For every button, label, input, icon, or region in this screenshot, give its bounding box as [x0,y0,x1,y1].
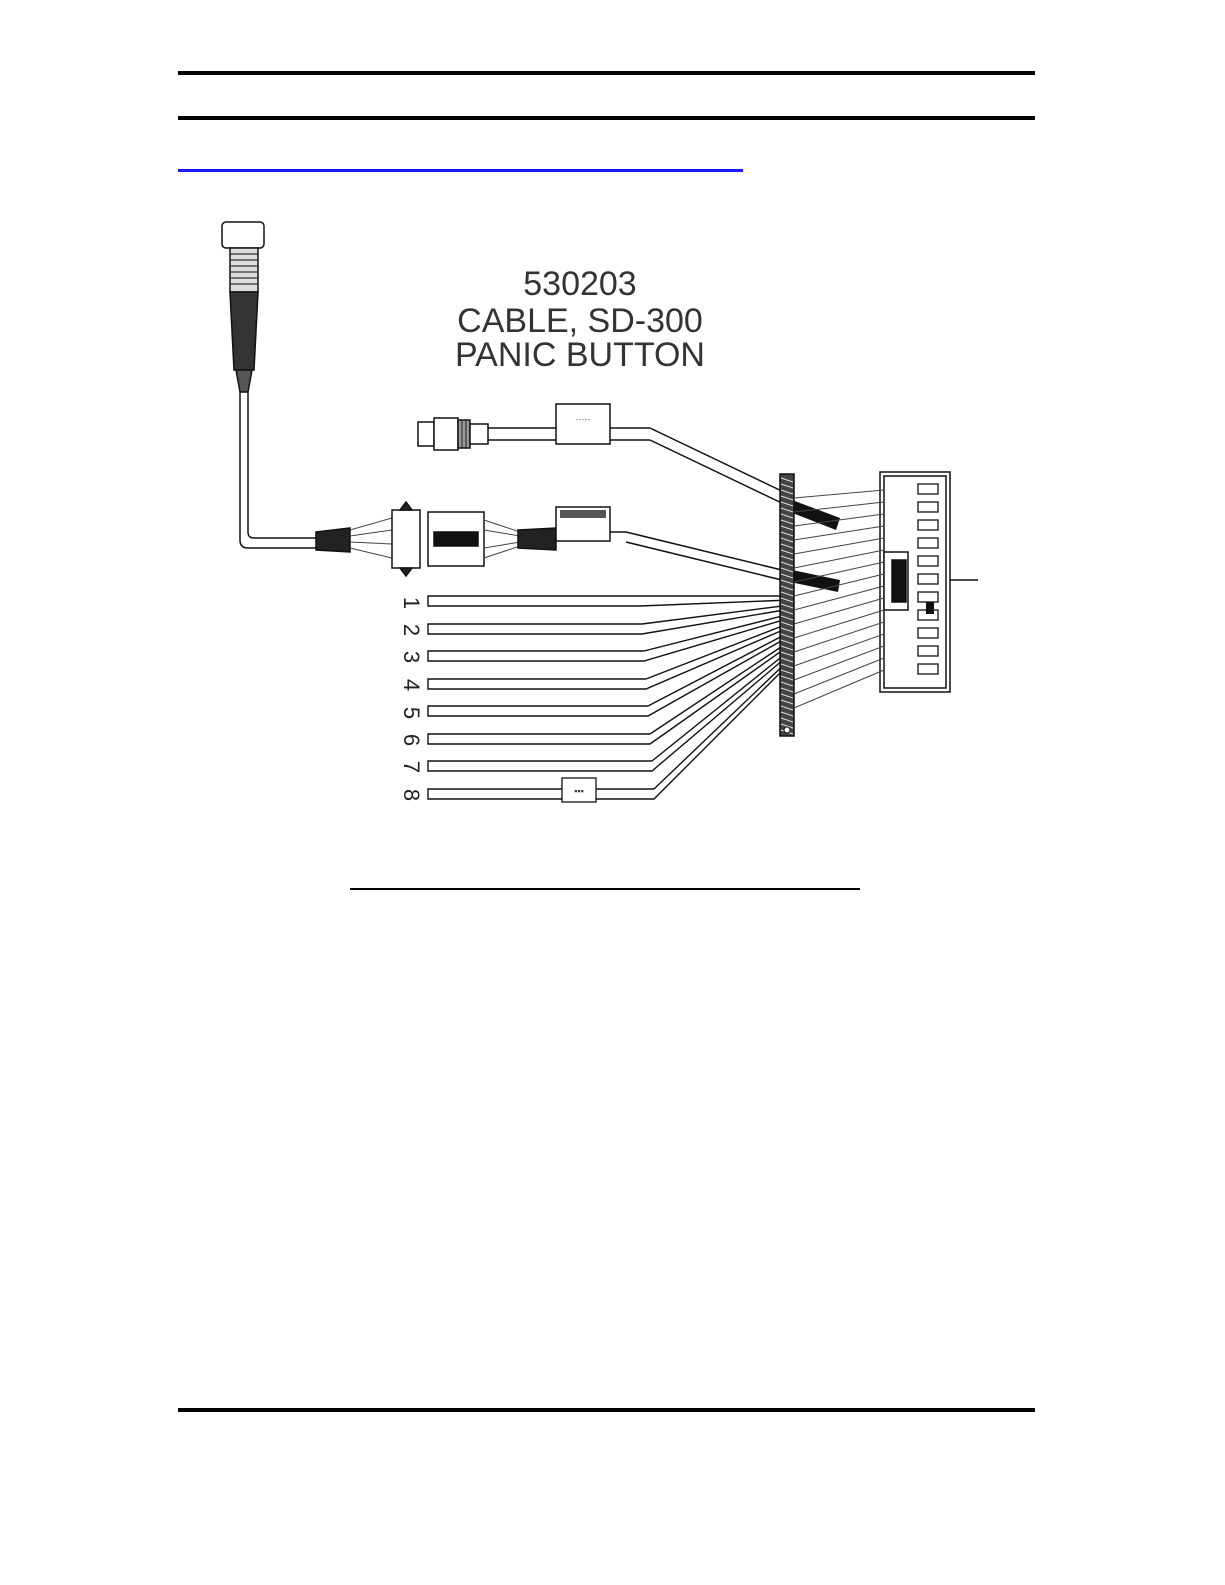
wire-label-2: 2 [399,624,424,636]
part-number: 530203 [523,265,636,303]
fan-wire [794,538,884,554]
wire-7 [428,654,790,771]
fan-wire [794,526,884,540]
inline-connector-icon [316,502,556,576]
connector-pin [918,556,938,566]
wire-1 [428,596,790,606]
wire-label-4: 4 [399,679,424,691]
connector-wire-fan [794,490,884,708]
braided-strip [780,474,794,736]
wire-7-return [652,650,790,761]
fan-wire [794,622,884,652]
panic-button-icon [222,222,264,392]
wire-4-return [646,623,790,679]
svg-text:▪▪▪: ▪▪▪ [574,786,584,796]
figure-caption-underline [350,888,860,890]
connector-pin [918,664,938,674]
fan-wire [794,610,884,638]
panic-button-cable [240,392,320,548]
connector-pin [918,628,938,638]
svg-text:·····: ····· [576,414,591,424]
wire-8-return [654,659,790,789]
wire-label-3: 3 [399,651,424,663]
wire-label-8: 8 [399,789,424,801]
fan-wire [794,586,884,610]
title-line-2: PANIC BUTTON [455,336,705,374]
connector-pin [918,646,938,656]
wire-6-return [650,641,790,734]
connector-pin [918,484,938,494]
wire-label-5: 5 [399,707,424,719]
footer-rule [178,1408,1035,1412]
wire-labels: 1 2 3 4 5 6 7 8 [399,597,424,801]
top-cable-tag: ····· [556,404,650,444]
wire-4 [428,627,790,689]
wire-2 [428,609,790,634]
fan-wire [794,634,884,666]
connector-pin [918,502,938,512]
wire-5 [428,636,790,716]
wire-8-tag: ▪▪▪ [562,778,596,802]
wire-label-6: 6 [399,734,424,746]
fan-wire [794,598,884,624]
connector-pin [918,538,938,548]
wire-label-1: 1 [399,597,424,609]
top-connector-icon [418,418,556,450]
connector-pin [918,520,938,530]
numbered-wires [428,596,790,799]
top-cable [626,428,790,582]
cable-sleeves [790,500,840,592]
middle-cable-tag [556,507,626,541]
title-line-1: CABLE, SD-300 [457,302,703,340]
main-connector-icon [880,472,978,692]
fan-wire [794,490,884,498]
wire-3-return [644,614,790,651]
connector-pin [918,574,938,584]
connector-pin [918,592,938,602]
wire-label-7: 7 [399,761,424,773]
